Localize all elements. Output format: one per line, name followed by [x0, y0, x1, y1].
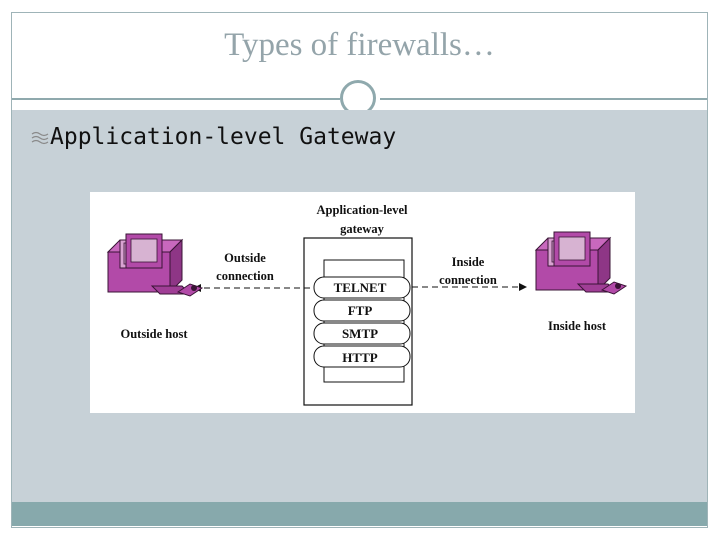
inside-connection-line1: Inside	[452, 255, 485, 269]
protocol-http: HTTP	[342, 350, 377, 365]
slide-title: Types of firewalls…	[224, 27, 495, 63]
gateway-diagram: Application-level gateway TELNET FTP SMT…	[90, 192, 635, 413]
protocol-telnet-pill	[313, 276, 411, 299]
protocol-ftp: FTP	[348, 303, 373, 318]
protocol-http-pill	[313, 345, 411, 368]
protocol-smtp-pill	[313, 322, 411, 345]
title-rule-left	[12, 98, 340, 100]
outside-connection-line1: Outside	[224, 251, 266, 265]
bottom-bar	[12, 502, 707, 526]
outside-host-computer-icon	[106, 233, 204, 297]
inside-host-computer-icon	[534, 231, 628, 295]
inside-host-label: Inside host	[548, 319, 607, 333]
protocol-telnet: TELNET	[334, 280, 387, 295]
protocol-smtp: SMTP	[342, 326, 378, 341]
title-rule-right	[380, 98, 707, 100]
wavy-bullet-icon	[31, 131, 49, 145]
gateway-label-line1: Application-level	[317, 203, 408, 217]
outside-connection-line2: connection	[216, 269, 274, 283]
gateway-label-line2: gateway	[340, 222, 384, 236]
inside-connection-line2: connection	[439, 273, 497, 287]
slide-frame	[11, 12, 708, 528]
protocol-ftp-pill	[313, 299, 411, 322]
outside-host-label: Outside host	[120, 327, 188, 341]
bullet-application-level-gateway: Application-level Gateway	[50, 124, 397, 150]
